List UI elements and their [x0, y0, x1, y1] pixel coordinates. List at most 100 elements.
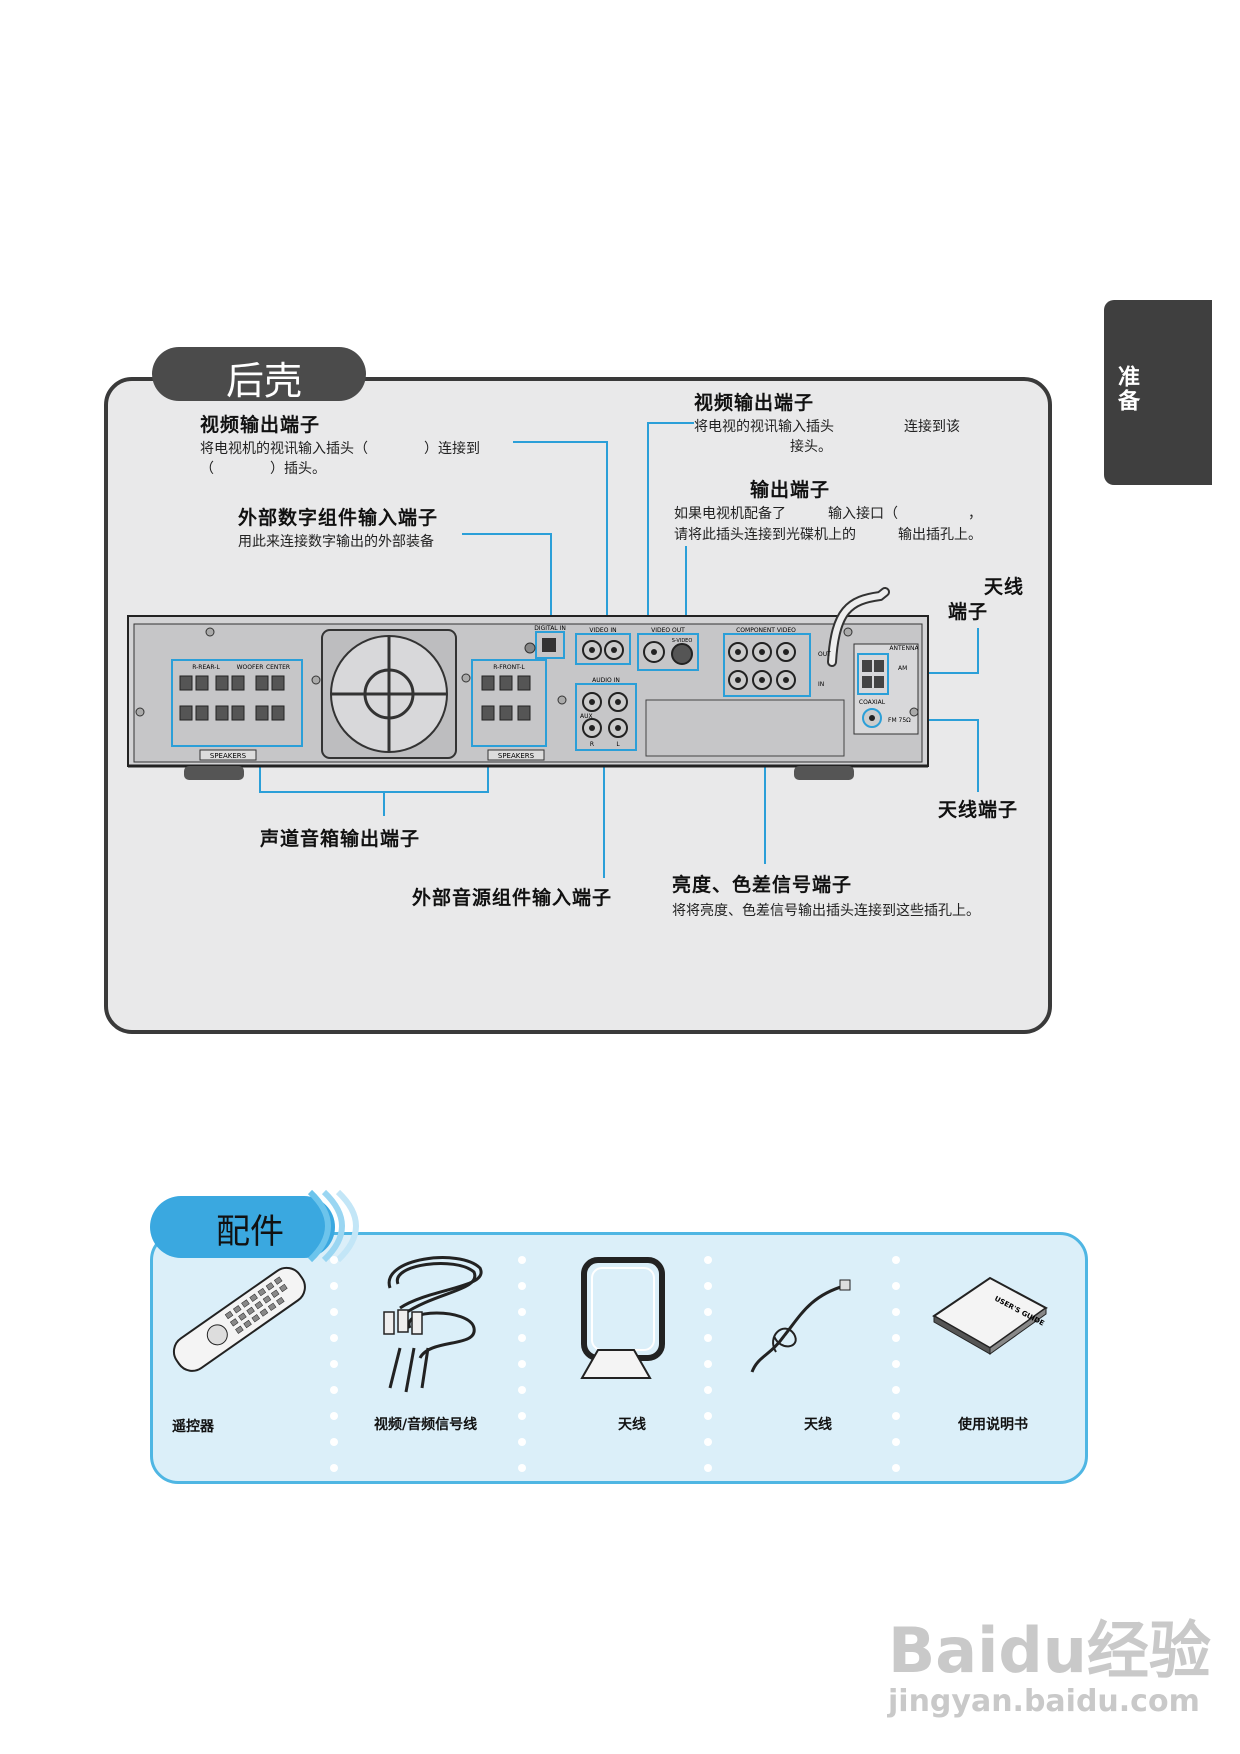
- separator-dot: [704, 1438, 712, 1446]
- separator-dot: [704, 1386, 712, 1394]
- accessories-title: 配件: [216, 1212, 284, 1252]
- separator-dot: [704, 1360, 712, 1368]
- l-label: L: [616, 741, 620, 748]
- chapter-side-tab: [1104, 300, 1212, 485]
- separator-dot: [704, 1256, 712, 1264]
- speaker-terminal-clip: [481, 705, 495, 721]
- right-foot: [794, 766, 854, 780]
- component-label: COMPONENT VIDEO: [736, 627, 796, 634]
- antenna-bottom-title: 天线端子: [938, 799, 1019, 821]
- video-out-label: VIDEO OUT: [651, 627, 685, 634]
- component-jack-center: [759, 677, 765, 683]
- rear-label: R-REAR-L: [192, 664, 220, 671]
- video-out-left-desc-1: 将电视机的视讯输入插头（ ）连接到: [200, 441, 480, 457]
- speaker-terminal-clip: [195, 705, 209, 721]
- speaker-terminal-clip: [271, 675, 285, 691]
- separator-dot: [892, 1360, 900, 1368]
- component-jack-center: [735, 649, 741, 655]
- separator-dot: [518, 1360, 526, 1368]
- speaker-out-title: 声道音箱输出端子: [260, 828, 421, 850]
- separator-dot: [518, 1464, 526, 1472]
- speaker-terminal-clip: [517, 705, 531, 721]
- chapter-side-tab-label: 准备: [1114, 365, 1139, 413]
- separator-dot: [704, 1282, 712, 1290]
- fm-label: FM 75Ω: [888, 717, 911, 724]
- speaker-terminal-clip: [499, 705, 513, 721]
- antenna-top-label-1: 天线: [984, 576, 1025, 598]
- output-desc-2: 请将此插头连接到光碟机上的 输出插孔上。: [674, 527, 982, 543]
- optical-jack: [542, 638, 556, 652]
- separator-dot: [330, 1360, 338, 1368]
- am-label: AM: [898, 665, 907, 672]
- speaker-terminal-clip: [179, 705, 193, 721]
- rear-panel-title: 后壳: [226, 359, 303, 403]
- coaxial-label: COAXIAL: [859, 699, 886, 706]
- accessories-title-waves: [307, 1189, 359, 1263]
- audio-in-jacks: [575, 683, 637, 751]
- r-label: R: [590, 741, 594, 748]
- component-video-jacks: [723, 633, 811, 697]
- component-jack-center: [783, 649, 789, 655]
- speaker-terminal-clip: [215, 705, 229, 721]
- label-plate: [645, 699, 845, 757]
- speaker-terminal-clip: [499, 675, 513, 691]
- watermark-brand: Baidu经验: [888, 1614, 1211, 1687]
- separator-dot: [892, 1386, 900, 1394]
- speaker-terminal-clip: [517, 675, 531, 691]
- component-in-label: IN: [818, 681, 824, 688]
- separator-dot: [704, 1464, 712, 1472]
- separator-dot: [518, 1386, 526, 1394]
- rear-panel-title-pill: [152, 347, 366, 401]
- user-manual-image: USER'S GUIDE: [932, 1276, 1048, 1355]
- video-in-label: VIDEO IN: [589, 627, 616, 634]
- antenna-label: ANTENNA: [889, 645, 919, 652]
- separator-dot: [518, 1308, 526, 1316]
- output-title: 输出端子: [750, 479, 831, 501]
- video-out-left-desc-2: （ ）插头。: [200, 461, 326, 477]
- am-loop-antenna-image: [580, 1257, 665, 1379]
- separator-dot: [330, 1282, 338, 1290]
- separator-dot: [518, 1438, 526, 1446]
- speaker-terminal-clip: [215, 675, 229, 691]
- separator-dot: [704, 1334, 712, 1342]
- separator-dot: [330, 1386, 338, 1394]
- speaker-terminal-clip: [271, 705, 285, 721]
- component-out-label: OUT: [818, 651, 831, 658]
- separator-dot: [518, 1334, 526, 1342]
- separator-dot: [518, 1412, 526, 1420]
- digital-in-title: 外部数字组件输入端子: [238, 507, 439, 529]
- digital-in-jack-outline: [535, 631, 565, 659]
- video-out-right-desc-2: 接头。: [790, 439, 832, 455]
- separator-dot: [330, 1256, 338, 1264]
- video-out-left-title: 视频输出端子: [200, 414, 321, 436]
- s-video-jack: [671, 643, 693, 665]
- separator-dot: [330, 1438, 338, 1446]
- separator-dot: [892, 1412, 900, 1420]
- chassis-screws: [135, 627, 919, 717]
- separator-dot: [518, 1282, 526, 1290]
- separator-dot: [892, 1438, 900, 1446]
- front-label: R-FRONT-L: [493, 664, 525, 671]
- separator-dot: [330, 1334, 338, 1342]
- watermark-url: jingyan.baidu.com: [888, 1684, 1200, 1719]
- separator-dot: [892, 1464, 900, 1472]
- center-label: CENTER: [266, 664, 290, 671]
- separator-dot: [330, 1412, 338, 1420]
- aux-label: AUX: [580, 713, 593, 720]
- separator-dot: [330, 1308, 338, 1316]
- component-jack-center: [783, 677, 789, 683]
- component-jack-center: [735, 677, 741, 683]
- speaker-terminal-clip: [255, 675, 269, 691]
- separator-dot: [518, 1256, 526, 1264]
- separator-dot: [892, 1308, 900, 1316]
- speaker-terminal-clip: [231, 675, 245, 691]
- audio-in-label: AUDIO IN: [592, 677, 620, 684]
- speaker-terminal-clip: [255, 705, 269, 721]
- speaker-terminal-clip: [481, 675, 495, 691]
- separator-dot: [330, 1464, 338, 1472]
- accessory-label-remote: 遥控器: [172, 1419, 214, 1435]
- digital-in-desc: 用此来连接数字输出的外部装备: [238, 534, 434, 550]
- video-in-jacks: [575, 633, 631, 665]
